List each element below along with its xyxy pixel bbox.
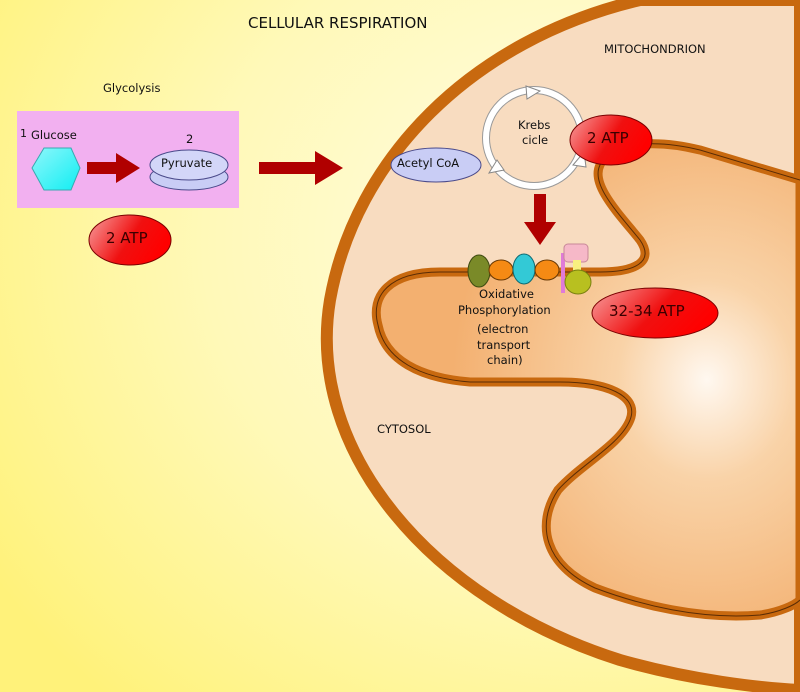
acetyl-coa-label: Acetyl CoA	[397, 156, 460, 170]
etc-channel-bar	[561, 253, 565, 293]
glycolysis-atp-oval	[88, 214, 172, 266]
oxphos-label-line5: chain)	[487, 353, 523, 367]
etc-complex-4	[534, 259, 560, 281]
glucose-label: Glucose	[31, 128, 77, 142]
arrow-glucose-to-pyruvate-icon	[87, 153, 140, 183]
etc-complex-1	[467, 254, 491, 288]
acetyl-coa-oval	[390, 147, 482, 183]
glycolysis-atp-label: 2 ATP	[106, 229, 148, 247]
krebs-atp-oval	[569, 114, 653, 166]
etc-complex-3	[512, 253, 536, 285]
oxphos-label-line2: Phosphorylation	[458, 303, 551, 317]
krebs-arrowhead-top-icon	[525, 85, 542, 100]
mitochondrion-label: MITOCHONDRION	[604, 42, 706, 56]
inner-membrane-outline	[375, 143, 800, 617]
krebs-arrowhead-left-icon	[487, 159, 505, 174]
krebs-label-line2: cicle	[522, 133, 549, 147]
oxphos-label-line4: transport	[477, 338, 531, 352]
oxphos-atp-label: 32-34 ATP	[609, 302, 685, 320]
krebs-label-line1: Krebs	[518, 118, 551, 132]
cytosol-label: CYTOSOL	[377, 422, 431, 436]
glycolysis-heading: Glycolysis	[103, 81, 161, 95]
pyruvate-label: Pyruvate	[161, 156, 213, 170]
glucose-hexagon-icon	[31, 147, 81, 191]
oxphos-label-line3: (electron	[477, 322, 529, 336]
oxphos-label-line1: Oxidative	[479, 287, 534, 301]
oxphos-atp-oval	[591, 287, 719, 339]
diagram-title: CELLULAR RESPIRATION	[248, 14, 428, 32]
arrow-to-mitochondrion-icon	[259, 151, 343, 185]
arrow-krebs-to-etc-icon	[524, 194, 556, 245]
pyruvate-disc-top	[149, 149, 229, 181]
atp-synthase-head	[563, 243, 589, 263]
atp-synthase-base	[564, 269, 592, 295]
atp-synthase-stalk	[573, 260, 581, 274]
krebs-atp-label: 2 ATP	[587, 129, 629, 147]
etc-complex-2	[488, 259, 514, 281]
pyruvate-number: 2	[186, 132, 194, 146]
glucose-number: 1	[20, 127, 27, 140]
